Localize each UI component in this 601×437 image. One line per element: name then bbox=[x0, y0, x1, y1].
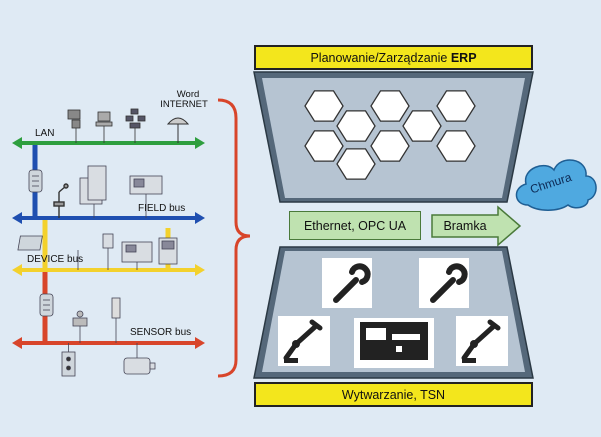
hexagon-cell bbox=[370, 90, 410, 122]
wrench-icon bbox=[322, 258, 372, 308]
hexagon-cell bbox=[436, 130, 476, 162]
lan-label: LAN bbox=[35, 128, 54, 139]
robot-arm-icon bbox=[278, 316, 330, 366]
hexagon-cell bbox=[402, 110, 442, 142]
cnc-lathe-icon bbox=[129, 175, 163, 218]
device-bus bbox=[12, 264, 205, 276]
gateway-label-box: Bramka bbox=[432, 215, 498, 237]
gateway-arrow-icon bbox=[431, 205, 522, 247]
robot-arm-icon bbox=[456, 316, 508, 366]
ethernet-opcua-box: Ethernet, OPC UA bbox=[289, 211, 421, 240]
drive-unit-icon bbox=[17, 235, 79, 270]
satellite-dish-icon bbox=[166, 117, 190, 143]
proximity-sensor-icon bbox=[111, 297, 121, 343]
hexagon-cell bbox=[304, 90, 344, 122]
tsn-label-box: Wytwarzanie, TSN bbox=[254, 382, 533, 407]
hexagon-cell bbox=[436, 90, 476, 122]
hexagon-cell bbox=[370, 130, 410, 162]
hexagon-cell bbox=[336, 110, 376, 142]
machining-center-icon bbox=[79, 165, 107, 218]
signal-tower-icon bbox=[61, 343, 76, 377]
cloud-icon bbox=[515, 159, 597, 211]
computer-icon bbox=[67, 109, 81, 143]
network-hub-icon bbox=[125, 108, 146, 143]
motor-icon bbox=[123, 343, 156, 375]
device-bus-label: DEVICE bus bbox=[27, 254, 83, 265]
controller-icon bbox=[28, 169, 43, 193]
tsn-label: Wytwarzanie, TSN bbox=[341, 387, 446, 402]
io-module-icon bbox=[39, 293, 54, 317]
robot-arm-icon bbox=[53, 183, 69, 218]
field-bus-label: FIELD bus bbox=[138, 203, 185, 214]
erp-label-box: Planowanie/Zarządzanie ERP bbox=[254, 45, 533, 70]
hexagon-cell bbox=[336, 148, 376, 180]
group-brace bbox=[217, 98, 251, 378]
cnc-machine-icon bbox=[354, 318, 434, 368]
ethernet-opcua-label: Ethernet, OPC UA bbox=[303, 218, 407, 233]
internet-label-1: Word bbox=[177, 89, 200, 100]
internet-label-2: INTERNET bbox=[160, 99, 208, 110]
hexagon-cell bbox=[304, 130, 344, 162]
workstation-icon bbox=[95, 111, 113, 143]
field-bus bbox=[12, 212, 205, 224]
control-panel-icon bbox=[121, 241, 153, 270]
hexagon-grid bbox=[304, 90, 476, 180]
inverter-icon bbox=[102, 233, 114, 270]
gateway-label: Bramka bbox=[443, 219, 487, 233]
lan-bus bbox=[12, 137, 205, 149]
sensor-bus-label: SENSOR bus bbox=[130, 327, 191, 338]
hmi-panel-icon bbox=[158, 237, 178, 265]
erp-label: Planowanie/Zarządzanie ERP bbox=[310, 50, 477, 65]
sensor-icon bbox=[72, 310, 88, 343]
wrench-icon bbox=[419, 258, 469, 308]
sensor-bus bbox=[12, 337, 205, 349]
